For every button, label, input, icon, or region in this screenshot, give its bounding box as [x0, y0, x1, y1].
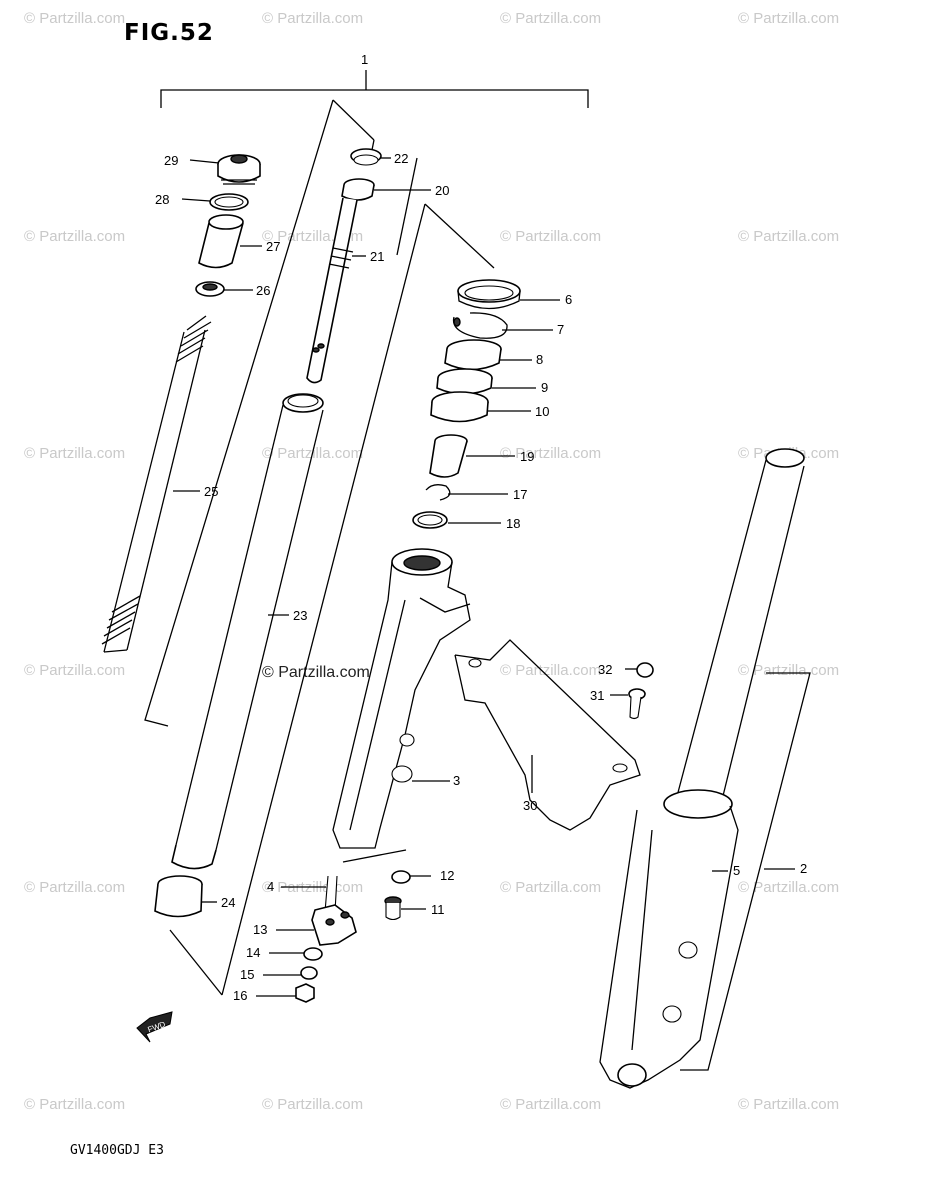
cap-32-part: [636, 662, 654, 678]
inner-tube-part: [171, 393, 324, 870]
callout-27: 27: [266, 239, 280, 254]
watermark: © Partzilla.com: [500, 10, 602, 27]
callout-12: 12: [440, 868, 454, 883]
callout-17: 17: [513, 487, 527, 502]
callout-23: 23: [293, 608, 307, 623]
center-watermark: © Partzilla.com: [262, 664, 370, 681]
callout-29: 29: [164, 153, 178, 168]
watermark: © Partzilla.com: [24, 228, 126, 245]
seal-spacer-part: [436, 368, 493, 395]
outer-tube-left-part: [332, 548, 471, 849]
callout-30: 30: [523, 798, 537, 813]
watermark: © Partzilla.com: [738, 1096, 840, 1113]
watermark: © Partzilla.com: [24, 445, 126, 462]
watermark: © Partzilla.com: [738, 879, 840, 896]
watermark: © Partzilla.com: [500, 662, 602, 679]
callout-13: 13: [253, 922, 267, 937]
slide-bushing-part: [154, 875, 203, 918]
watermark: © Partzilla.com: [24, 10, 126, 27]
callout-31: 31: [590, 688, 604, 703]
watermark: © Partzilla.com: [738, 662, 840, 679]
washer-18-part: [412, 511, 448, 529]
oil-seal-part: [444, 339, 502, 371]
callout-22: 22: [394, 151, 408, 166]
callout-18: 18: [506, 516, 520, 531]
callout-1: 1: [361, 52, 368, 67]
callout-4: 4: [267, 879, 274, 894]
dust-seal-part: [457, 279, 521, 310]
callout-26: 26: [256, 283, 270, 298]
fork-spring-part: [101, 315, 212, 653]
watermark: © Partzilla.com: [262, 10, 364, 27]
guide-bushing-part: [430, 391, 489, 423]
figure-title: FIG.52: [124, 20, 214, 46]
callout-21: 21: [370, 249, 384, 264]
leader-lines: [173, 157, 795, 997]
fork-leg-right-part: [599, 448, 805, 1089]
callout-5: 5: [733, 863, 740, 878]
circlip-part: [452, 312, 508, 339]
callout-32: 32: [598, 662, 612, 677]
axle-holder-part: [311, 904, 357, 946]
watermark: © Partzilla.com: [24, 879, 126, 896]
spring-washer-part: [300, 966, 318, 980]
watermark: © Partzilla.com: [500, 445, 602, 462]
fender-brace-part: [454, 639, 641, 831]
washer-12-part: [391, 870, 411, 884]
callout-25: 25: [204, 484, 218, 499]
damper-rod-part: [306, 178, 375, 384]
watermark: © Partzilla.com: [24, 1096, 126, 1113]
callout-24: 24: [221, 895, 235, 910]
oil-lock-piece-part: [429, 434, 468, 478]
callout-20: 20: [435, 183, 449, 198]
snap-ring-part: [425, 484, 451, 501]
callout-8: 8: [536, 352, 543, 367]
callout-16: 16: [233, 988, 247, 1003]
watermark: © Partzilla.com: [24, 662, 126, 679]
watermark: © Partzilla.com: [500, 228, 602, 245]
forward-arrow-icon: FWD: [136, 1011, 173, 1043]
cap-bolt-part: [217, 154, 261, 185]
callout-14: 14: [246, 945, 260, 960]
oil-seal-ring-part: [350, 148, 382, 166]
callout-28: 28: [155, 192, 169, 207]
o-ring-part: [209, 193, 249, 211]
callout-11: 11: [431, 902, 445, 917]
watermark: © Partzilla.com: [500, 879, 602, 896]
bracket-2-5: [680, 672, 811, 1071]
washer-14-part: [303, 947, 323, 961]
callout-10: 10: [535, 404, 549, 419]
callout-15: 15: [240, 967, 254, 982]
callout-9: 9: [541, 380, 548, 395]
callout-labels: 1 2 3 4 5 6 7 8 9 10 11 12 13 14 15 16 1…: [155, 52, 807, 1003]
callout-3: 3: [453, 773, 460, 788]
model-code: GV1400GDJ E3: [70, 1143, 164, 1158]
watermark: © Partzilla.com: [262, 1096, 364, 1113]
watermark: © Partzilla.com: [738, 10, 840, 27]
bolt-31-part: [628, 688, 646, 720]
callout-19: 19: [520, 449, 534, 464]
nut-part: [295, 983, 315, 1003]
callout-7: 7: [557, 322, 564, 337]
spacer-part: [198, 214, 244, 269]
callout-2: 2: [800, 861, 807, 876]
group-outline-inner-tube: [144, 99, 495, 996]
assembly-bracket-1: [160, 70, 589, 108]
callout-6: 6: [565, 292, 572, 307]
watermark: © Partzilla.com: [500, 1096, 602, 1113]
watermark: © Partzilla.com: [738, 228, 840, 245]
washer-part: [195, 281, 225, 297]
drain-bolt-part: [384, 896, 402, 921]
